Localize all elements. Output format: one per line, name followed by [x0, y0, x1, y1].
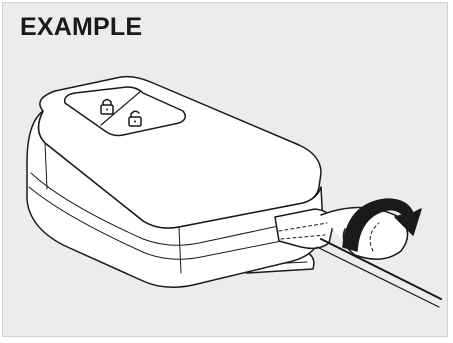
example-panel: EXAMPLE [2, 2, 448, 337]
key-fob-illustration [3, 3, 448, 337]
